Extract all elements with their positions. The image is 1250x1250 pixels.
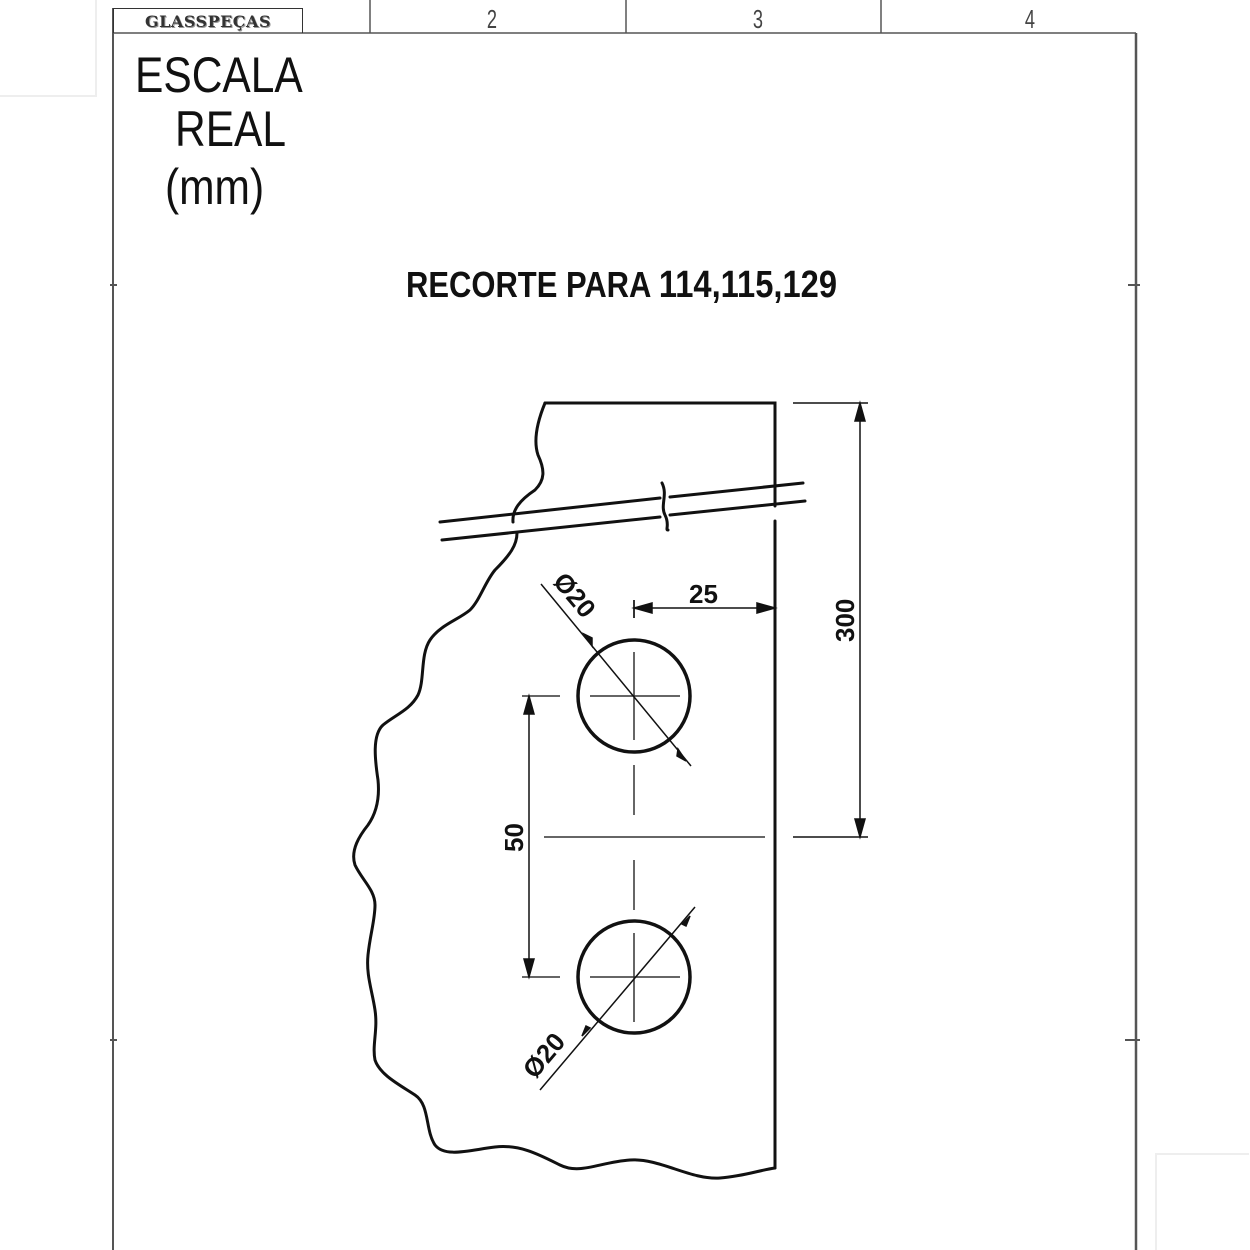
- dim-hole-diameter-top: Ø20: [547, 567, 602, 624]
- drawing-title-models: 114,115,129: [658, 264, 838, 306]
- hole-top: [576, 638, 692, 754]
- dimension-lines: [523, 400, 868, 1091]
- drawing-title-prefix: RECORTE PARA: [406, 264, 651, 305]
- dim-hole-spacing: 50: [499, 823, 529, 852]
- corner-artifact-top-left: [0, 0, 97, 97]
- zone-label-4: 4: [1024, 4, 1036, 34]
- sheet-border: [110, 0, 1140, 1250]
- dim-edge-offset: 25: [689, 579, 718, 609]
- company-logo-text: GLASSPEÇAS: [144, 11, 271, 31]
- scale-note-line1: ESCALA: [135, 47, 303, 103]
- scale-note-line2: REAL: [175, 101, 287, 157]
- title-block-logo: GLASSPEÇAS: [113, 8, 303, 33]
- glass-panel-outline: [352, 401, 777, 1180]
- dim-height-from-top: 300: [830, 599, 860, 642]
- scale-note-line3: (mm): [165, 159, 265, 215]
- drawing-title: RECORTE PARA 114,115,129: [406, 264, 837, 307]
- zone-label-2: 2: [486, 4, 498, 34]
- break-lines: [438, 481, 807, 542]
- dim-hole-diameter-bottom: Ø20: [517, 1027, 572, 1084]
- center-lines: [522, 600, 765, 1022]
- zone-label-3: 3: [752, 4, 764, 34]
- hole-bottom: [576, 919, 692, 1035]
- corner-artifact-bottom-right: [1155, 1153, 1249, 1250]
